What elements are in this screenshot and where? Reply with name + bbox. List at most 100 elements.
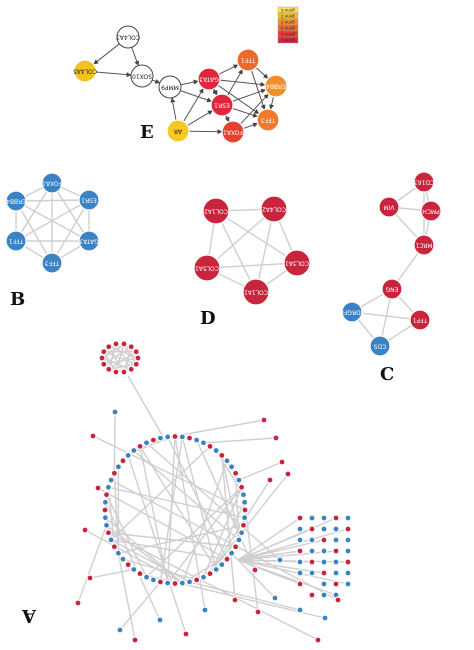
edge-a xyxy=(209,502,246,574)
legend-label: gene 6 xyxy=(281,8,295,13)
edge-a xyxy=(237,559,337,596)
node-a xyxy=(130,446,138,455)
node-a xyxy=(171,579,179,588)
node-a xyxy=(104,529,113,537)
node-label-d-4: COL5A1 xyxy=(195,265,219,272)
node-label-e-mmp9: MMP9 xyxy=(161,84,179,91)
node-a xyxy=(178,579,186,587)
node-a xyxy=(164,433,172,441)
node-a xyxy=(193,436,201,444)
node-a xyxy=(241,506,249,514)
node-e-tff3 xyxy=(256,108,280,132)
edge-a xyxy=(77,525,108,604)
node-a xyxy=(171,432,179,441)
edge-b xyxy=(15,200,53,264)
node-label-e-sox10: SOX10 xyxy=(132,73,152,80)
node-label-e-ar: AR xyxy=(174,128,182,135)
node-label-b-0: FOXA1 xyxy=(42,180,62,187)
node-a xyxy=(89,432,97,440)
node-label-c-pmch: PMCH xyxy=(422,208,440,215)
edge-d xyxy=(206,208,275,269)
node-a xyxy=(344,558,352,566)
node-a xyxy=(321,614,329,622)
node-a xyxy=(101,514,109,522)
node-a xyxy=(276,556,284,564)
node-a xyxy=(320,591,328,599)
edge-d xyxy=(215,210,257,293)
node-a xyxy=(235,476,243,484)
node-e-mmp9 xyxy=(158,75,182,99)
edge-a xyxy=(110,445,211,541)
node-a xyxy=(156,578,165,586)
edge-e xyxy=(131,47,140,67)
edge-a xyxy=(123,346,132,373)
node-label-c-tfp1: TFP1 xyxy=(413,317,429,324)
edge-e xyxy=(93,43,120,65)
node-a xyxy=(228,549,236,557)
node-a xyxy=(206,570,214,578)
node-a xyxy=(104,483,113,491)
edge-a xyxy=(104,502,161,621)
node-a xyxy=(332,536,340,544)
panel-letter-a: A xyxy=(21,605,37,626)
node-a xyxy=(98,354,106,362)
edge-e xyxy=(219,79,266,87)
node-a xyxy=(127,365,135,373)
legend-label: gene 5 xyxy=(281,14,295,19)
edge-e xyxy=(269,96,275,110)
node-a xyxy=(102,521,111,529)
edge-a xyxy=(146,442,281,561)
node-label-c-vim: VIM xyxy=(383,204,394,211)
edge-a xyxy=(237,559,349,563)
node-c-eng xyxy=(381,278,403,300)
edge-a xyxy=(166,436,176,584)
node-a xyxy=(314,636,322,644)
node-a xyxy=(254,608,262,616)
node-a xyxy=(105,343,113,351)
node-a xyxy=(131,636,139,644)
edge-b xyxy=(15,199,90,202)
edge-e xyxy=(218,64,239,75)
node-a xyxy=(164,579,172,587)
node-c-cds xyxy=(369,335,391,357)
node-a xyxy=(116,626,124,634)
edge-e xyxy=(187,110,213,126)
node-a xyxy=(235,536,243,544)
node-a xyxy=(284,470,292,478)
node-c-pmch xyxy=(420,200,442,222)
node-a xyxy=(232,469,240,477)
node-a xyxy=(332,514,340,522)
node-a xyxy=(237,529,246,537)
node-d-4 xyxy=(193,254,221,282)
node-a xyxy=(206,442,214,450)
edge-e xyxy=(180,90,212,103)
node-a xyxy=(237,483,246,491)
edge-b xyxy=(15,182,53,242)
node-e-tff1 xyxy=(236,48,260,72)
edge-a xyxy=(241,473,289,534)
edge-a xyxy=(89,568,134,579)
node-a xyxy=(260,416,268,424)
node-label-b-1: ESR1 xyxy=(81,197,97,204)
node-a xyxy=(94,484,102,492)
node-a xyxy=(271,594,279,602)
node-label-d-3: COL1A1 xyxy=(244,289,268,296)
node-a xyxy=(120,368,128,376)
node-a xyxy=(332,558,340,566)
edge-a xyxy=(231,552,276,599)
node-a xyxy=(308,525,316,533)
node-d-2 xyxy=(283,249,311,277)
edge-a xyxy=(122,558,197,581)
node-e-col4a5 xyxy=(73,59,97,83)
edge-e xyxy=(95,71,132,78)
edge-c xyxy=(351,311,421,321)
node-a xyxy=(223,457,231,465)
node-a xyxy=(127,343,135,351)
node-label-c-mrc1: MRC1 xyxy=(415,242,432,249)
node-a xyxy=(182,630,190,638)
node-a xyxy=(332,525,340,533)
node-a xyxy=(110,469,118,477)
node-a xyxy=(332,569,340,577)
